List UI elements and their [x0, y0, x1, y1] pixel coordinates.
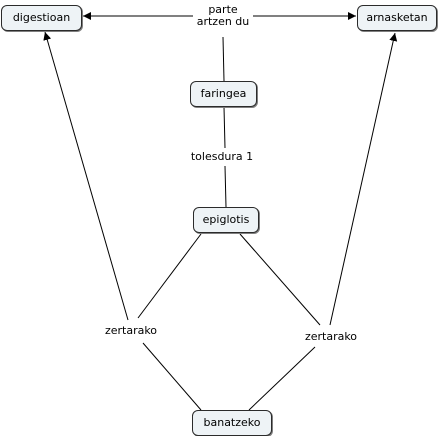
- link-tolesdura-1: tolesdura 1: [186, 151, 258, 163]
- node-epiglotis[interactable]: epiglotis: [193, 207, 259, 233]
- node-arnasketan-label: arnasketan: [366, 11, 428, 24]
- edge-banatzeko-to-zertarako-right: [248, 346, 316, 411]
- node-digestioan[interactable]: digestioan: [1, 5, 82, 31]
- link-parte-artzen-du: parte artzen du: [193, 4, 253, 28]
- edge-epiglotis-to-zertarako-left: [137, 233, 202, 319]
- link-parte-artzen-du-line2: artzen du: [196, 15, 250, 28]
- node-epiglotis-label: epiglotis: [202, 213, 250, 226]
- edge-tolesdura-to-epiglotis: [224, 165, 227, 208]
- edge-banatzeko-to-zertarako-left: [142, 342, 202, 411]
- node-faringea-label: faringea: [200, 87, 247, 100]
- edge-faringea-to-parte: [222, 36, 225, 82]
- link-zertarako-left: zertarako: [100, 325, 162, 337]
- link-parte-artzen-du-line1: parte: [208, 3, 238, 16]
- node-digestioan-label: digestioan: [12, 11, 71, 24]
- link-zertarako-right: zertarako: [300, 331, 362, 343]
- edge-zertarako-to-digestioan: [43, 31, 129, 321]
- node-arnasketan[interactable]: arnasketan: [357, 5, 437, 31]
- edge-faringea-to-tolesdura: [223, 106, 226, 149]
- edge-epiglotis-to-zertarako-right: [239, 233, 321, 326]
- edge-zertarako-to-arnasketan: [329, 32, 398, 326]
- node-banatzeko-label: banatzeko: [203, 416, 261, 429]
- node-banatzeko[interactable]: banatzeko: [192, 410, 272, 436]
- node-faringea[interactable]: faringea: [190, 81, 257, 107]
